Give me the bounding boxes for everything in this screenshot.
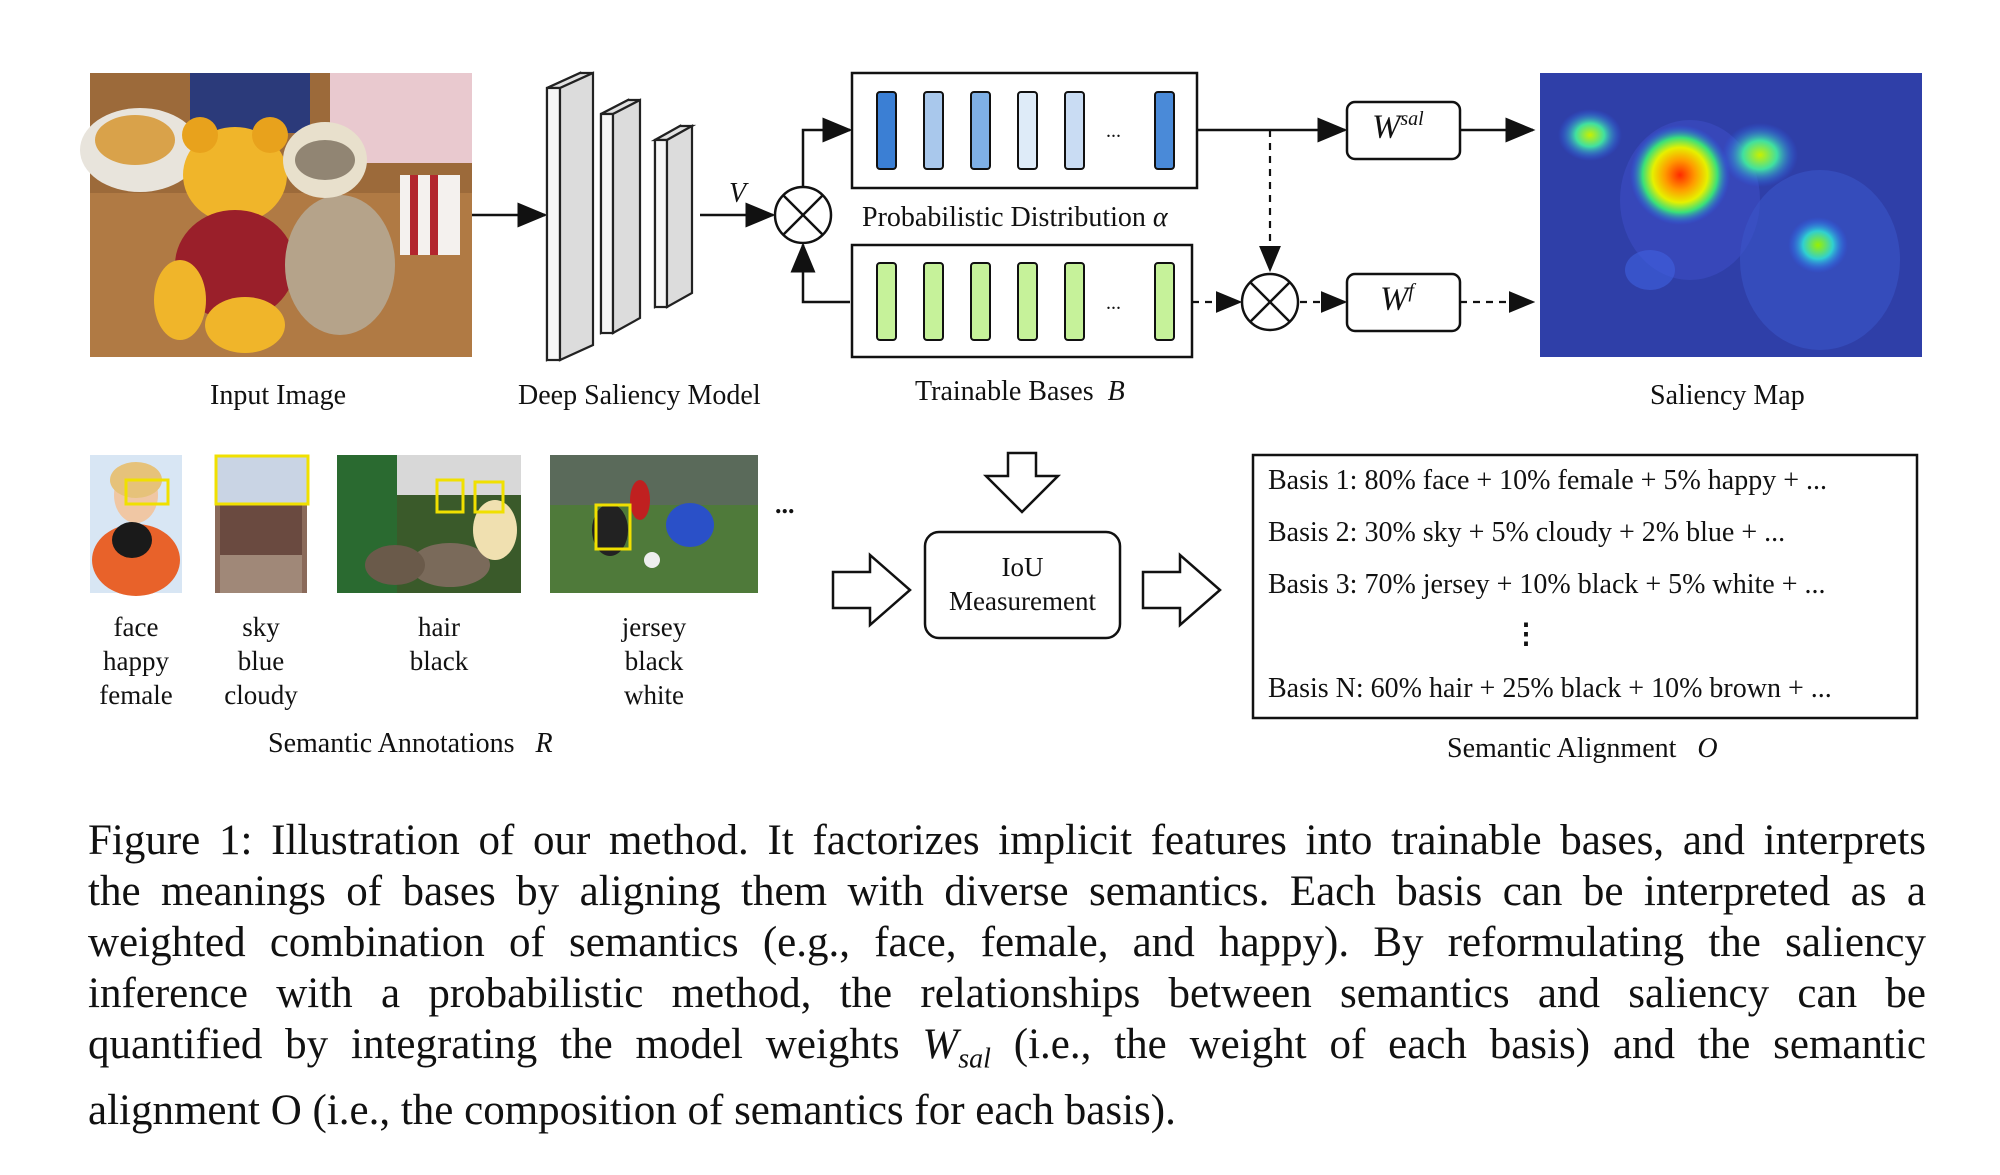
probability-bar <box>1064 91 1085 170</box>
figure-caption: Figure 1: Illustration of our method. It… <box>88 815 1926 1136</box>
caption-line-3: weighted combination of semantics (e.g.,… <box>88 919 1926 966</box>
caption-line-4: inference with a probabilistic method, t… <box>88 970 1926 1017</box>
basis-bar <box>1064 262 1085 341</box>
iou-label-line2: Measurement <box>949 586 1096 616</box>
probability-bar <box>876 91 897 170</box>
basis-bar <box>970 262 991 341</box>
probability-bar <box>1017 91 1038 170</box>
alignment-symbol: O <box>1697 733 1718 764</box>
more-annotations: ... <box>775 490 795 519</box>
tags-face: face happy female <box>99 612 173 710</box>
w-f-box <box>1345 272 1462 333</box>
v-label: V <box>729 178 747 209</box>
input-image <box>80 73 472 357</box>
alignment-line-1: Basis 1: 80% face + 10% female + 5% happ… <box>1268 465 1828 496</box>
annotation-image-sky <box>214 454 310 593</box>
basis-bar <box>1154 262 1175 341</box>
tags-jersey: jersey black white <box>621 612 687 710</box>
annotations-symbol: R <box>535 728 553 759</box>
alignment-vdots: ⋮ <box>1512 619 1540 650</box>
caption-line-2: the meanings of bases by aligning them w… <box>88 868 1926 915</box>
tags-sky: sky blue cloudy <box>224 612 298 710</box>
multiply-operator-dashed <box>1240 272 1300 332</box>
right-arrow-icon <box>831 552 912 628</box>
w-f-label: Wf <box>1380 280 1414 318</box>
alignment-line-3: Basis 3: 70% jersey + 10% black + 5% whi… <box>1268 569 1826 600</box>
basis-bar <box>876 262 897 341</box>
prob-symbol: α <box>1152 202 1168 233</box>
iou-label-line1: IoU <box>1001 552 1044 582</box>
annotation-image-hair <box>337 455 521 593</box>
saliency-map-image <box>1540 73 1922 357</box>
semantic-annotations-label: Semantic Annotations R <box>268 728 553 759</box>
right-arrow-icon-2 <box>1141 552 1222 628</box>
probability-bar <box>1154 91 1175 170</box>
deep-saliency-model-blocks <box>545 71 697 362</box>
tags-hair: hair black <box>409 612 469 676</box>
basis-bars <box>876 262 1175 341</box>
annotation-image-jersey <box>550 455 758 593</box>
down-arrow-icon <box>982 451 1062 514</box>
basis-bar <box>1017 262 1038 341</box>
model-label: Deep Saliency Model <box>518 380 761 411</box>
semantic-alignment-box <box>1251 453 1919 720</box>
prob-ellipsis: ... <box>1106 120 1121 142</box>
multiply-operator <box>773 185 833 245</box>
prob-distribution-label: Probabilistic Distribution α <box>862 202 1168 233</box>
method-diagram <box>80 71 1922 720</box>
iou-box <box>923 530 1122 640</box>
probability-bars <box>876 91 1175 170</box>
caption-line-6: alignment O (i.e., the composition of se… <box>88 1086 1176 1134</box>
caption-line-5: quantified by integrating the model weig… <box>88 1021 1926 1075</box>
w-sal-box <box>1345 100 1462 161</box>
alignment-line-n: Basis N: 60% hair + 25% black + 10% brow… <box>1268 673 1832 704</box>
alignment-line-2: Basis 2: 30% sky + 5% cloudy + 2% blue +… <box>1268 517 1786 548</box>
probability-bar <box>923 91 944 170</box>
probability-bar <box>970 91 991 170</box>
input-image-label: Input Image <box>210 380 347 411</box>
w-sal-label: Wsal <box>1372 108 1424 146</box>
basis-bar <box>923 262 944 341</box>
trainable-bases-label: Trainable Bases B <box>915 376 1125 407</box>
bases-ellipsis: ... <box>1106 292 1121 314</box>
saliency-map-label: Saliency Map <box>1650 380 1805 411</box>
annotation-image-face <box>90 455 182 596</box>
semantic-alignment-label: Semantic Alignment O <box>1447 733 1718 764</box>
caption-line-1: Figure 1: Illustration of our method. It… <box>88 817 1926 864</box>
bases-symbol: B <box>1107 376 1125 407</box>
